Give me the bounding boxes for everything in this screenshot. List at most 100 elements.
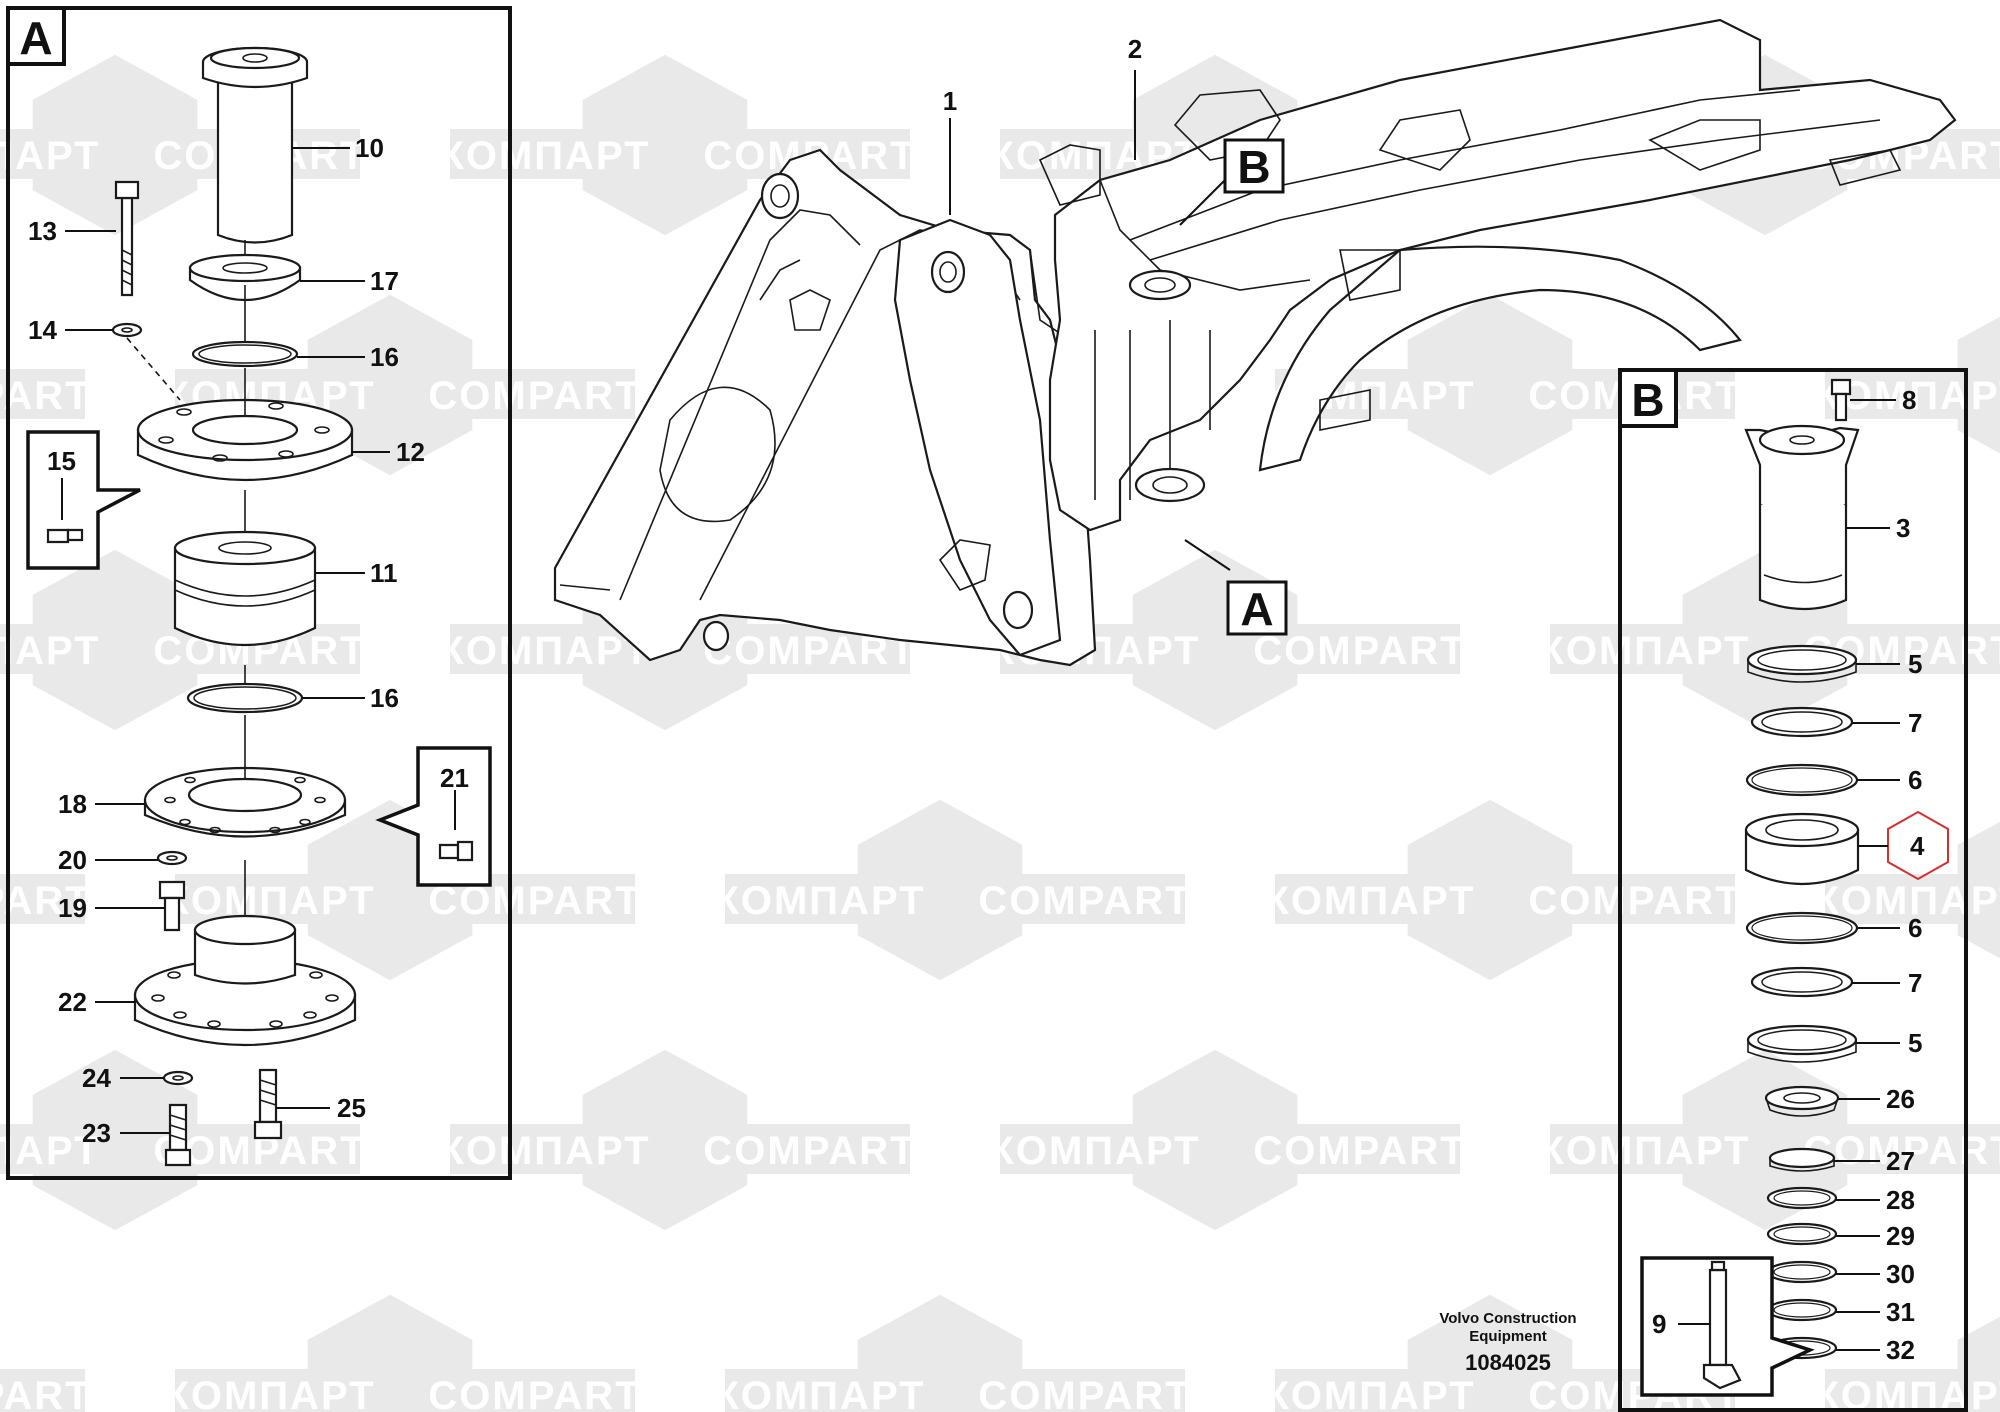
watermark-banner xyxy=(175,1369,365,1412)
part-4-highlight xyxy=(1887,810,1949,881)
section-b-label-box xyxy=(1618,368,1678,428)
watermark-banner xyxy=(1550,1124,1740,1174)
watermark-emblem xyxy=(582,1049,748,1231)
watermark-banner xyxy=(450,624,640,674)
callout-16-upper: 16 xyxy=(370,342,399,372)
main-section-a-letter: A xyxy=(1240,583,1273,635)
watermark-emblem xyxy=(1407,294,1573,476)
callout-15: 15 xyxy=(47,446,76,476)
callout-27: 27 xyxy=(1886,1146,1915,1176)
watermark-text-latin: COMPART xyxy=(1253,629,1466,673)
watermark-banner xyxy=(450,1124,640,1174)
watermark-text-cyrillic: КОМПАРТ xyxy=(1539,1129,1750,1173)
watermark-banner xyxy=(435,369,635,419)
callout-17: 17 xyxy=(370,266,399,296)
callout-10: 10 xyxy=(355,133,384,163)
callout-25: 25 xyxy=(337,1093,366,1123)
watermark-banner xyxy=(1000,1124,1190,1174)
watermark-text-cyrillic: КОМПАРТ xyxy=(714,1374,925,1412)
watermark-emblem xyxy=(32,549,198,731)
watermark-banner xyxy=(435,1369,635,1412)
callout-11: 11 xyxy=(370,558,398,588)
watermark-text-cyrillic: КОМПАРТ xyxy=(164,1374,375,1412)
watermark-text-cyrillic: КОМПАРТ xyxy=(989,1129,1200,1173)
callout-3: 3 xyxy=(1896,513,1910,543)
callout-1: 1 xyxy=(943,86,957,116)
watermark-banner xyxy=(1535,874,1735,924)
callout-5-upper: 5 xyxy=(1908,649,1922,679)
callout-24: 24 xyxy=(82,1063,111,1093)
callout-21: 21 xyxy=(440,763,469,793)
section-b-panel: B xyxy=(1618,368,1968,1412)
main-section-b-letter: B xyxy=(1237,141,1270,193)
watermark-banner xyxy=(1260,624,1460,674)
watermark-banner xyxy=(725,874,915,924)
watermark-text-cyrillic: КОМПАРТ xyxy=(0,629,101,673)
callout-4: 4 xyxy=(1910,831,1925,861)
watermark-text-cyrillic: КОМПАРТ xyxy=(164,879,375,923)
callout-30: 30 xyxy=(1886,1259,1915,1289)
watermark-text-latin: COMPART xyxy=(1253,1129,1466,1173)
watermark-text-latin: COMPART xyxy=(0,374,92,418)
watermark-text-latin: COMPART xyxy=(1528,879,1741,923)
watermark-text-cyrillic: КОМПАРТ xyxy=(1539,629,1750,673)
watermark-banner xyxy=(450,129,640,179)
watermark-text-cyrillic: КОМПАРТ xyxy=(1264,1374,1475,1412)
watermark-text-cyrillic: КОМПАРТ xyxy=(0,134,101,178)
callout-14: 14 xyxy=(28,315,57,345)
callout-23: 23 xyxy=(82,1118,111,1148)
watermark-banner xyxy=(985,1369,1185,1412)
watermark-text-latin: COMPART xyxy=(703,1129,916,1173)
watermark-text-latin: COMPART xyxy=(0,879,92,923)
watermark-banner xyxy=(1825,369,2000,419)
callout-6-lower: 6 xyxy=(1908,913,1922,943)
callout-2: 2 xyxy=(1128,34,1142,64)
watermark-banner xyxy=(1810,1124,2000,1174)
main-section-b-marker xyxy=(1223,138,1285,194)
watermark-banner xyxy=(1825,1369,2000,1412)
watermark-banner xyxy=(0,369,85,419)
watermark-banner xyxy=(0,874,85,924)
watermark-text-cyrillic: КОМПАРТ xyxy=(1264,879,1475,923)
watermark-banner xyxy=(710,1124,910,1174)
callout-7-upper: 7 xyxy=(1908,708,1922,738)
watermark-banner xyxy=(175,874,365,924)
watermark-emblem xyxy=(1132,1049,1298,1231)
watermark-text-latin: COMPART xyxy=(978,879,1191,923)
drawing-number: 1084025 xyxy=(1465,1350,1551,1375)
watermark-emblem xyxy=(32,1049,198,1231)
watermark-banner xyxy=(1550,624,1740,674)
watermark-text-cyrillic: КОМПАРТ xyxy=(439,134,650,178)
watermark-text-cyrillic: КОМПАРТ xyxy=(439,1129,650,1173)
watermark-emblem xyxy=(582,54,748,236)
watermark-banner xyxy=(0,1124,90,1174)
ring-stack-illustration xyxy=(1744,644,1860,1360)
callout-32: 32 xyxy=(1886,1335,1915,1365)
callout-20: 20 xyxy=(58,845,87,875)
callout-16-lower: 16 xyxy=(370,683,399,713)
callout-28: 28 xyxy=(1886,1185,1915,1215)
callout-22: 22 xyxy=(58,987,87,1017)
watermark-emblem xyxy=(32,54,198,236)
watermark-text-cyrillic: КОМПАРТ xyxy=(439,629,650,673)
callout-12: 12 xyxy=(396,437,425,467)
front-frame-illustration xyxy=(553,148,1097,667)
section-a-label: A xyxy=(19,12,52,64)
watermark-banner xyxy=(0,624,90,674)
main-section-a-marker xyxy=(1226,580,1288,636)
watermark-text-latin: COMPART xyxy=(428,1374,641,1412)
watermark-text-latin: COMPART xyxy=(978,1374,1191,1412)
callout-19: 19 xyxy=(58,893,87,923)
watermark-text-cyrillic: КОМПАРТ xyxy=(0,1129,101,1173)
callout-6-upper: 6 xyxy=(1908,765,1922,795)
watermark-text-cyrillic: КОМПАРТ xyxy=(714,879,925,923)
callout-5-lower: 5 xyxy=(1908,1028,1922,1058)
callout-8: 8 xyxy=(1902,385,1916,415)
watermark-banner xyxy=(0,129,90,179)
section-a-label-box xyxy=(6,6,66,66)
callout-9: 9 xyxy=(1652,1309,1666,1339)
watermark-banner xyxy=(725,1369,915,1412)
watermark-text-latin: COMPART xyxy=(428,374,641,418)
watermark-banner xyxy=(0,1369,85,1412)
